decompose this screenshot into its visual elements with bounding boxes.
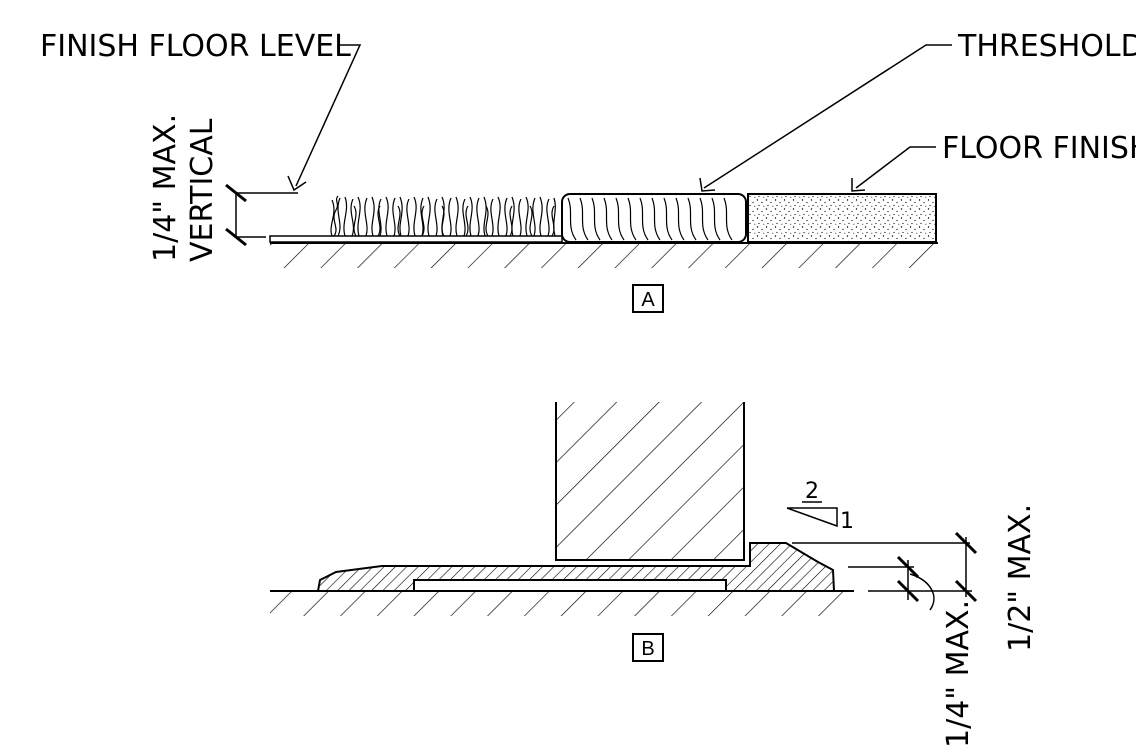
detail-b: 2 1 1/2" MAX. 1/4" MAX. B <box>270 402 1038 748</box>
ground-hatch-a <box>270 243 938 268</box>
detail-b-tag: B <box>641 638 654 660</box>
dimension-b-half <box>792 531 978 603</box>
door-section <box>555 402 745 561</box>
threshold-grain <box>567 197 733 241</box>
dimension-b-quarter <box>848 555 935 611</box>
dimension-b-half-label: 1/2" MAX. <box>1003 504 1038 652</box>
detail-a-tag: A <box>641 289 655 311</box>
slope-run-label: 2 <box>805 479 819 504</box>
dimension-b-quarter-label: 1/4" MAX. <box>941 600 976 748</box>
detail-a: 1/4" MAX. VERTICAL FINISH FLOOR LEVEL TH… <box>40 29 1136 313</box>
carpet-base-plate <box>269 235 563 243</box>
leader-finish-floor-level <box>287 44 362 192</box>
carpet-pile <box>330 195 556 237</box>
dimension-a-label-line1: 1/4" MAX. <box>148 114 183 262</box>
detail-a-tag-box <box>632 284 664 313</box>
floor-finish-label: FLOOR FINISH <box>942 131 1136 166</box>
slope-rise-label: 1 <box>840 509 854 534</box>
dimension-a <box>225 183 298 247</box>
floor-finish-block <box>747 193 937 243</box>
leader-threshold <box>699 44 952 192</box>
dimension-a-label-line2: VERTICAL <box>185 118 220 262</box>
leader-floor-finish <box>851 146 936 192</box>
finish-floor-level-label: FINISH FLOOR LEVEL <box>40 29 351 64</box>
threshold-label: THRESHOLD <box>957 29 1136 64</box>
threshold-channel <box>413 579 727 592</box>
detail-b-tag-box <box>632 633 664 662</box>
ground-hatch-b <box>270 591 854 616</box>
slope-indicator <box>786 501 838 528</box>
